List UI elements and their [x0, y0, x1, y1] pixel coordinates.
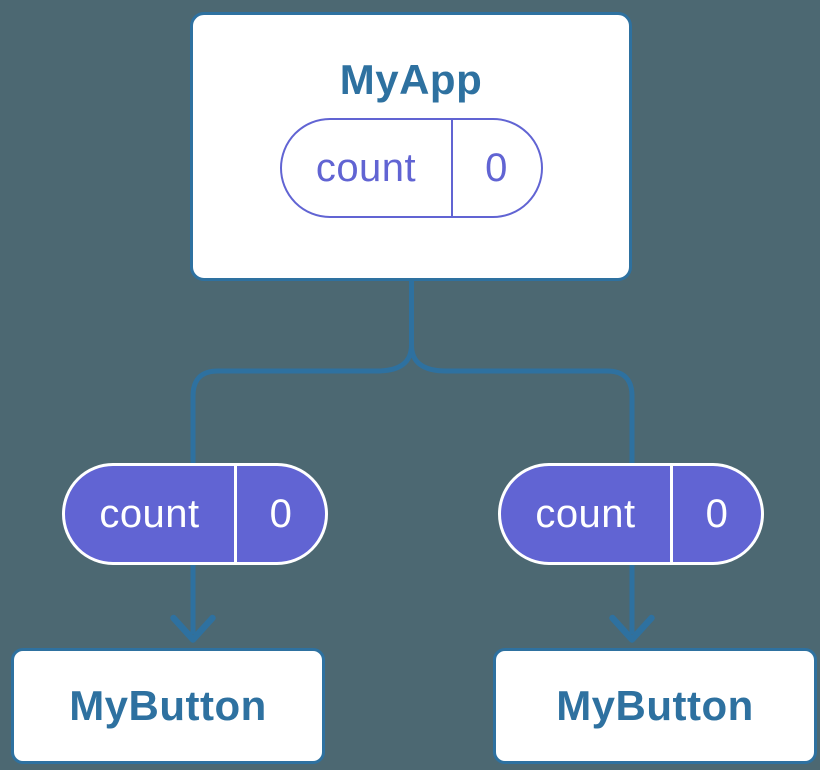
prop-pill-right: count 0 — [498, 463, 764, 565]
branch-right-line — [409, 344, 635, 634]
state-pill-name: count — [282, 120, 453, 217]
node-mybutton-right: MyButton — [493, 648, 817, 764]
state-pill: count 0 — [279, 118, 543, 219]
node-mybutton-left: MyButton — [11, 648, 325, 764]
branch-left-line — [190, 344, 414, 634]
state-pill-value: 0 — [485, 145, 508, 190]
node-mybutton-right-title: MyButton — [556, 681, 754, 729]
arrow-down-left-icon — [170, 614, 216, 643]
prop-pill-right-name: count — [501, 466, 673, 562]
node-myapp: MyApp count 0 — [190, 12, 632, 281]
node-mybutton-left-title: MyButton — [69, 681, 267, 729]
prop-pill-right-value: 0 — [705, 491, 729, 536]
arrow-down-right-icon — [609, 614, 655, 643]
prop-pill-left-value: 0 — [269, 491, 293, 536]
node-myapp-title: MyApp — [339, 56, 483, 103]
prop-pill-left: count 0 — [62, 463, 328, 565]
prop-pill-left-name: count — [65, 466, 237, 562]
